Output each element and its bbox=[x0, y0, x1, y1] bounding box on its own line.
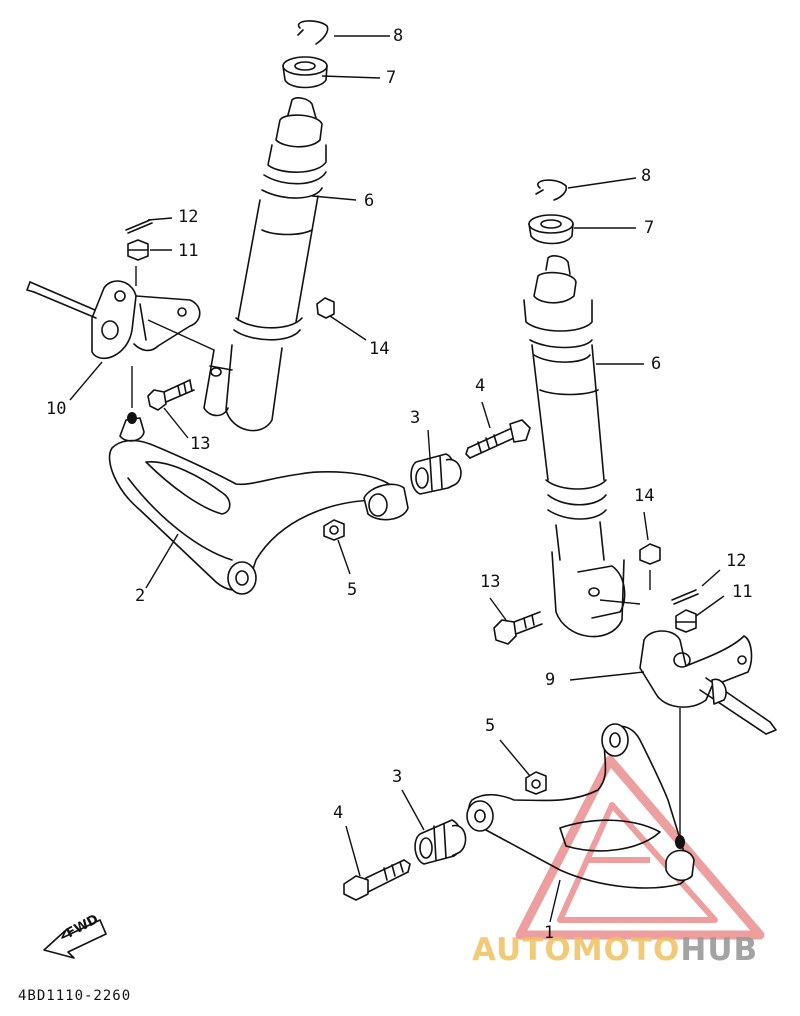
left-shock-clip bbox=[297, 20, 329, 45]
left-knuckle bbox=[26, 280, 201, 360]
right-knuckle bbox=[639, 630, 777, 735]
callout-6: 6 bbox=[651, 354, 662, 374]
callout-3: 3 bbox=[410, 408, 421, 428]
right-bushing bbox=[414, 819, 467, 865]
right-lower-arm bbox=[466, 723, 695, 889]
left-bolt bbox=[147, 379, 195, 411]
callout-12: 12 bbox=[178, 207, 199, 227]
left-arm-nut bbox=[323, 519, 345, 541]
callout-12: 12 bbox=[726, 551, 747, 571]
leader-lines bbox=[69, 35, 725, 923]
left-arm-bolt bbox=[465, 419, 531, 459]
right-shock-nut bbox=[639, 543, 661, 565]
callout-10: 10 bbox=[46, 399, 67, 419]
left-cotter-pin bbox=[125, 219, 153, 234]
watermark-logo bbox=[515, 755, 765, 940]
right-castle-nut bbox=[675, 609, 697, 633]
right-shock-absorber bbox=[523, 255, 626, 638]
watermark-text: AUTOMOTOHUB bbox=[472, 932, 758, 968]
left-castle-nut bbox=[127, 239, 149, 261]
callout-8: 8 bbox=[393, 26, 404, 46]
assembly-lines bbox=[131, 266, 681, 836]
right-arm-bolt bbox=[343, 859, 411, 901]
callout-4: 4 bbox=[475, 376, 486, 396]
left-shock-seat bbox=[282, 56, 328, 89]
fwd-arrow-icon bbox=[43, 919, 107, 959]
callout-4: 4 bbox=[333, 803, 344, 823]
callout-2: 2 bbox=[135, 586, 146, 606]
callout-8: 8 bbox=[641, 166, 652, 186]
callout-7: 7 bbox=[386, 68, 397, 88]
right-arm-nut bbox=[525, 771, 547, 795]
left-bushing bbox=[410, 453, 462, 495]
right-bolt bbox=[493, 611, 543, 645]
diagram-code: 4BD1110-2260 bbox=[18, 988, 132, 1004]
callout-14: 14 bbox=[634, 486, 655, 506]
callout-11: 11 bbox=[178, 241, 199, 261]
callout-11: 11 bbox=[732, 582, 753, 602]
left-lower-arm bbox=[108, 412, 409, 595]
callout-5: 5 bbox=[485, 716, 496, 736]
right-cotter-pin bbox=[671, 589, 699, 605]
left-shock-absorber bbox=[203, 97, 327, 432]
callout-3: 3 bbox=[392, 767, 403, 787]
callout-13: 13 bbox=[190, 434, 211, 454]
watermark-part1: AUTOMOTO bbox=[472, 932, 681, 968]
watermark-part2: HUB bbox=[680, 932, 759, 968]
callout-6: 6 bbox=[364, 191, 375, 211]
callout-5: 5 bbox=[347, 580, 358, 600]
callout-1: 1 bbox=[544, 923, 555, 943]
left-shock-nut bbox=[316, 297, 335, 319]
callout-7: 7 bbox=[644, 218, 655, 238]
callout-9: 9 bbox=[545, 670, 556, 690]
callout-14: 14 bbox=[369, 339, 390, 359]
callout-13: 13 bbox=[480, 572, 501, 592]
right-shock-seat bbox=[528, 214, 574, 245]
right-shock-clip bbox=[535, 179, 568, 201]
